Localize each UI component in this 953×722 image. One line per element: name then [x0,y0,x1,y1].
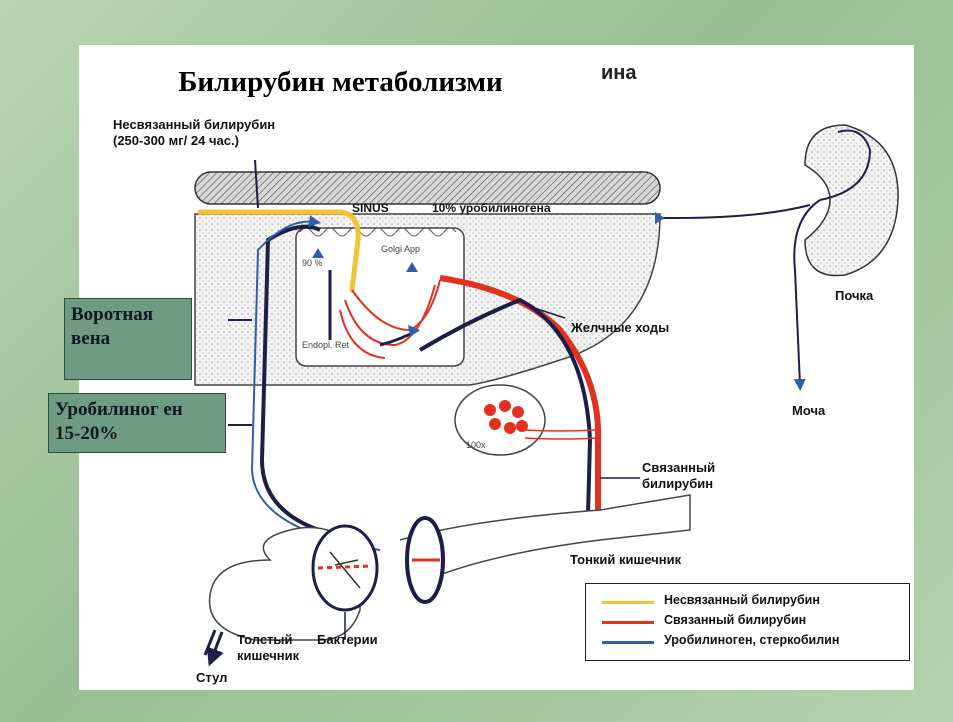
legend-swatch-conjugated [602,621,654,624]
endopl-label: Endopl. Ret [302,340,349,350]
urobilinogen-box: Уробилиног ен 15-20% [48,393,226,453]
legend-swatch-urobilinogen [602,641,654,644]
legend-swatch-unconjugated [602,601,654,604]
legend-row-conjugated: Связанный билирубин [586,612,909,632]
slide-title: Билирубин метаболизми [98,55,583,110]
large-intestine-label: Толстый кишечник [237,632,299,665]
blood-to-kidney [660,205,810,218]
small-intestine-label: Тонкий кишечник [570,552,681,567]
bile-ducts-label: Желчные ходы [571,320,669,335]
legend: Несвязанный билирубин Связанный билируби… [585,583,910,661]
legend-text-conjugated: Связанный билирубин [664,613,806,627]
portal-vein-box: Воротная вена [64,298,192,380]
sinus-label: SINUS [352,201,389,215]
sinus-vessel [195,172,660,204]
bacteria-label: Бактерии [317,632,378,647]
urine-label: Моча [792,403,825,418]
title-residual: ина [601,62,637,85]
unconjugated-bilirubin-label: Несвязанный билирубин (250-300 мг/ 24 ча… [113,117,275,150]
urobilinogen-10-label: 10% уробилиногена [432,201,551,215]
legend-text-urobilinogen: Уробилиноген, стеркобилин [664,633,839,647]
stool-label: Стул [196,670,227,685]
stool-arrows [205,630,222,658]
rbc-count-label: 100x [466,440,486,450]
legend-row-unconjugated: Несвязанный билирубин [586,592,909,612]
ninety-label: 90 % [302,258,323,268]
legend-row-urobilinogen: Уробилиноген, стеркобилин [586,632,909,652]
kidney-label: Почка [835,288,873,303]
conjugated-bilirubin-label: Связанный билирубин [642,460,715,493]
legend-text-unconjugated: Несвязанный билирубин [664,593,820,607]
ureter-to-urine [794,200,820,385]
golgi-label: Golgi App [381,244,420,254]
